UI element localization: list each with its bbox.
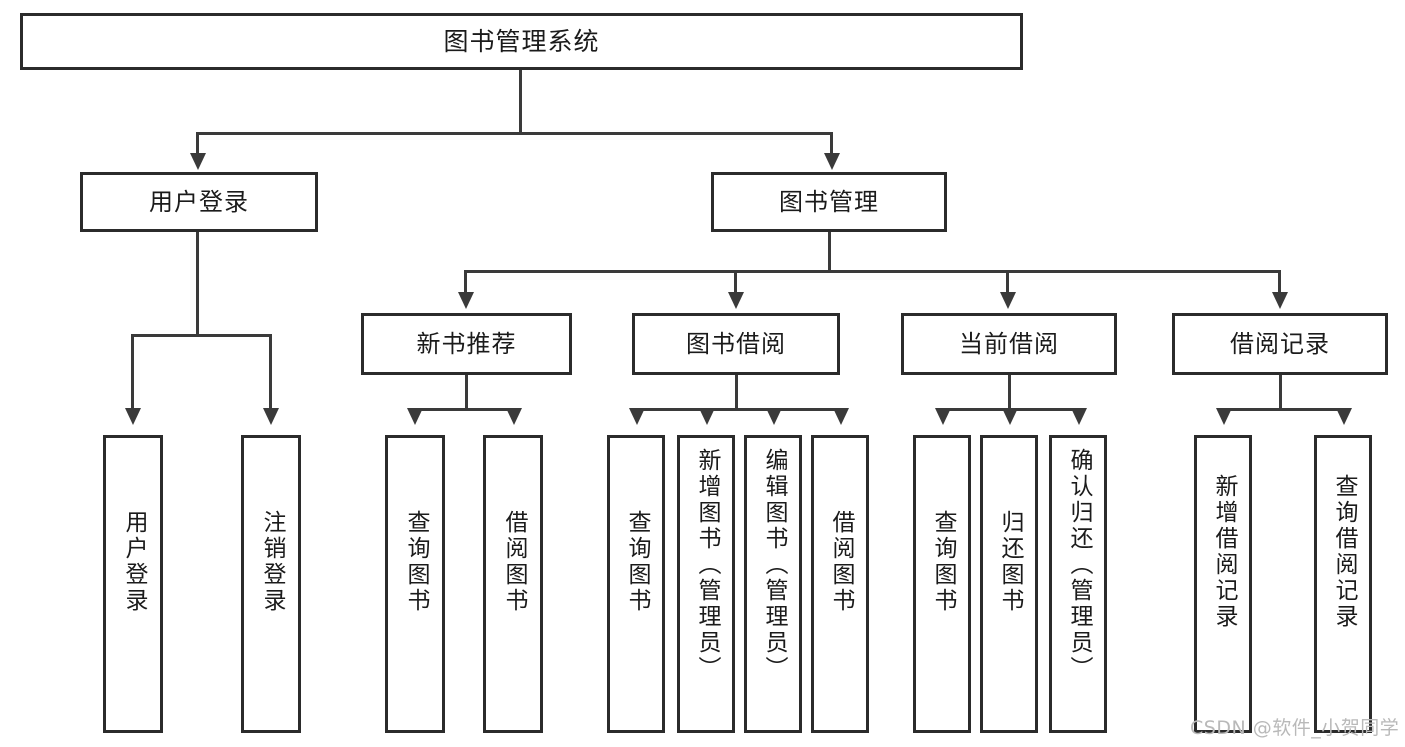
node-leaf-cur-return-book-label: 归还图书	[996, 510, 1023, 614]
arrow-leaf-user-login	[125, 408, 141, 425]
connector-to-current-borrow	[1006, 270, 1009, 294]
node-borrow-record[interactable]: 借阅记录	[1172, 313, 1388, 375]
node-leaf-user-logout-label: 注销登录	[258, 510, 285, 614]
node-leaf-cur-return-book[interactable]: 归还图书	[980, 435, 1038, 733]
arrow-to-new-book-rec	[458, 292, 474, 309]
node-leaf-borrow-query-book-label: 查询图书	[623, 510, 650, 614]
connector-to-new-book-rec	[464, 270, 467, 294]
node-leaf-borrow-query-book[interactable]: 查询图书	[607, 435, 665, 733]
arrow-to-current-borrow	[1000, 292, 1016, 309]
connector-book-borrow-bus	[635, 408, 841, 411]
arrow-leaf-borrow-borrow-book	[833, 408, 849, 425]
connector-borrow-record-stem	[1279, 375, 1282, 411]
arrow-leaf-rec-borrow-book	[506, 408, 522, 425]
arrow-leaf-borrow-add-book	[699, 408, 715, 425]
node-book-manage[interactable]: 图书管理	[711, 172, 947, 232]
arrow-leaf-borrow-query-book	[629, 408, 645, 425]
connector-book-borrow-stem	[735, 375, 738, 411]
node-leaf-rec-borrow-book[interactable]: 借阅图书	[483, 435, 543, 733]
arrow-to-book-manage	[824, 153, 840, 170]
arrow-leaf-borrow-edit-book	[766, 408, 782, 425]
connector-current-borrow-stem	[1008, 375, 1011, 411]
node-leaf-cur-confirm-return[interactable]: 确认归还（管理员）	[1049, 435, 1107, 733]
connector-level2-bus	[464, 270, 1281, 273]
arrow-leaf-cur-return-book	[1002, 408, 1018, 425]
node-root-label: 图书管理系统	[443, 26, 600, 56]
node-leaf-borrow-borrow-book-label: 借阅图书	[827, 510, 854, 614]
node-leaf-cur-query-book[interactable]: 查询图书	[913, 435, 971, 733]
arrow-leaf-cur-confirm-return	[1071, 408, 1087, 425]
node-book-borrow[interactable]: 图书借阅	[632, 313, 840, 375]
node-leaf-cur-confirm-return-label: 确认归还（管理员）	[1065, 448, 1092, 682]
connector-to-book-manage	[830, 132, 833, 156]
node-leaf-rec-borrow-book-label: 借阅图书	[500, 510, 527, 614]
connector-new-book-rec-stem	[465, 375, 468, 411]
node-book-manage-label: 图书管理	[779, 187, 879, 216]
connector-root-stem	[519, 70, 522, 134]
connector-level1-bus	[196, 132, 833, 135]
connector-book-manage-stem	[828, 232, 831, 272]
connector-user-login-right	[269, 334, 272, 410]
arrow-leaf-rec-query-record	[1336, 408, 1352, 425]
arrow-to-book-borrow	[728, 292, 744, 309]
node-new-book-rec-label: 新书推荐	[416, 329, 517, 358]
node-leaf-user-login-label: 用户登录	[120, 510, 147, 614]
arrow-to-borrow-record	[1272, 292, 1288, 309]
arrow-leaf-user-logout	[263, 408, 279, 425]
node-new-book-rec[interactable]: 新书推荐	[361, 313, 572, 375]
node-leaf-borrow-borrow-book[interactable]: 借阅图书	[811, 435, 869, 733]
node-leaf-rec-add-record[interactable]: 新增借阅记录	[1194, 435, 1252, 733]
node-book-borrow-label: 图书借阅	[686, 329, 786, 358]
node-leaf-rec-add-record-label: 新增借阅记录	[1210, 474, 1237, 630]
node-leaf-cur-query-book-label: 查询图书	[929, 510, 956, 614]
node-leaf-borrow-add-book-label: 新增图书（管理员）	[693, 448, 720, 682]
connector-to-user-login	[196, 132, 199, 156]
node-leaf-user-logout[interactable]: 注销登录	[241, 435, 301, 733]
node-leaf-rec-query-record-label: 查询借阅记录	[1330, 474, 1357, 630]
connector-user-login-bus	[131, 334, 269, 337]
connector-to-book-borrow	[734, 270, 737, 294]
node-current-borrow-label: 当前借阅	[959, 329, 1059, 358]
connector-to-borrow-record	[1278, 270, 1281, 294]
node-leaf-borrow-add-book[interactable]: 新增图书（管理员）	[677, 435, 735, 733]
node-current-borrow[interactable]: 当前借阅	[901, 313, 1117, 375]
connector-borrow-record-bus	[1222, 408, 1342, 411]
node-leaf-rec-query-book[interactable]: 查询图书	[385, 435, 445, 733]
node-user-login-label: 用户登录	[149, 187, 249, 216]
arrow-leaf-rec-query-book	[407, 408, 423, 425]
node-leaf-rec-query-record[interactable]: 查询借阅记录	[1314, 435, 1372, 733]
arrow-leaf-rec-add-record	[1216, 408, 1232, 425]
arrow-leaf-cur-query-book	[935, 408, 951, 425]
node-root[interactable]: 图书管理系统	[20, 13, 1023, 70]
connector-user-login-stem	[196, 232, 199, 336]
connector-new-book-rec-bus	[413, 408, 515, 411]
node-borrow-record-label: 借阅记录	[1230, 329, 1330, 358]
node-leaf-user-login[interactable]: 用户登录	[103, 435, 163, 733]
connector-user-login-left	[131, 334, 134, 410]
node-leaf-borrow-edit-book[interactable]: 编辑图书（管理员）	[744, 435, 802, 733]
node-leaf-borrow-edit-book-label: 编辑图书（管理员）	[760, 448, 787, 682]
node-user-login[interactable]: 用户登录	[80, 172, 318, 232]
node-leaf-rec-query-book-label: 查询图书	[402, 510, 429, 614]
arrow-to-user-login	[190, 153, 206, 170]
